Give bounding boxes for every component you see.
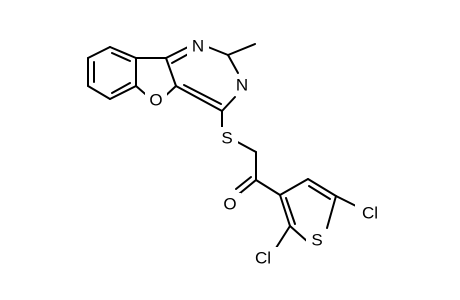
double-bond-inner	[111, 82, 131, 94]
chlorine-atom-right: Cl	[362, 204, 378, 223]
carbonyl-double-bond	[235, 176, 252, 190]
bond	[307, 178, 337, 197]
bond	[227, 54, 239, 74]
bond	[87, 85, 111, 100]
nitrogen-atom-middle: N	[236, 76, 248, 95]
nitrogen-atom-top: N	[192, 37, 204, 56]
bond	[109, 46, 137, 59]
bond	[326, 195, 337, 229]
bond	[279, 178, 309, 196]
bond	[255, 179, 281, 196]
sulfur-atom-thioether: S	[221, 129, 232, 148]
double-bond-inner	[285, 197, 296, 225]
methyl-bond	[227, 43, 256, 56]
bond	[109, 85, 137, 100]
bond	[175, 85, 223, 112]
double-bond-inner	[111, 52, 131, 62]
oxygen-atom-carbonyl: O	[223, 195, 236, 214]
thiophene-ring	[275, 178, 357, 249]
atom-labels: N N O S O S Cl Cl	[145, 35, 385, 269]
sulfur-atom-thiophene: S	[311, 231, 322, 250]
double-bond-inner	[308, 185, 331, 200]
bond	[289, 225, 309, 243]
bond	[165, 57, 177, 87]
bond	[221, 96, 236, 112]
oxygen-atom-furan: O	[149, 91, 162, 110]
carbonyl-double-bond	[238, 179, 257, 195]
bond	[275, 225, 291, 249]
benzene-ring	[87, 46, 137, 100]
bond	[279, 194, 291, 227]
bond	[335, 195, 357, 207]
bond	[87, 46, 111, 59]
thioether-linker	[221, 110, 281, 196]
double-bond-inner	[183, 84, 222, 105]
chlorine-atom-bottom: Cl	[255, 249, 271, 268]
